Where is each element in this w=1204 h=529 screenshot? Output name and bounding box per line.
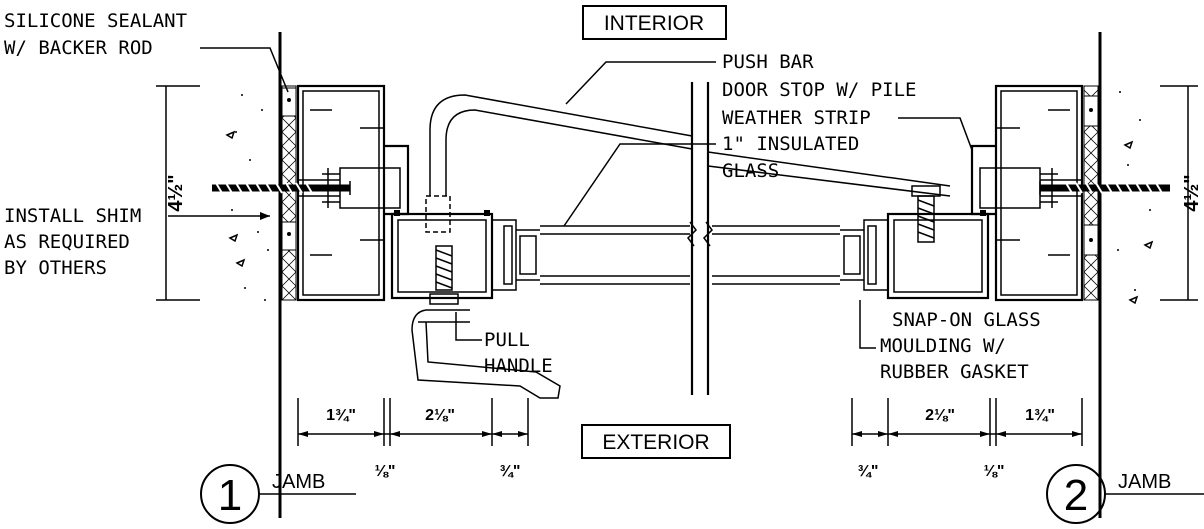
interior-label: INTERIOR xyxy=(604,12,704,35)
left-stile-dimension: 2⅛" xyxy=(425,407,455,424)
width-dimensions-right xyxy=(851,398,1083,446)
snap-on-moulding-label-line3: RUBBER GASKET xyxy=(880,361,1029,383)
right-stop-dimension: ¾" xyxy=(858,463,879,480)
height-dimension-right xyxy=(1160,85,1198,301)
pull-handle-label-line1: PULL xyxy=(484,329,530,351)
install-shim-label-line1: INSTALL SHIM xyxy=(4,205,141,227)
detail-2-label: JAMB xyxy=(1118,471,1171,493)
left-stile-bolt xyxy=(429,245,459,305)
pull-handle xyxy=(411,309,561,399)
leader-lines xyxy=(168,47,973,349)
left-anchor-screw xyxy=(212,181,351,195)
left-frame-dimension: 1¾" xyxy=(326,407,356,424)
detail-2-number: 2 xyxy=(1064,471,1088,520)
detail-marker-1: 1 JAMB xyxy=(200,464,356,524)
snap-on-moulding-label-line1: SNAP-ON GLASS xyxy=(892,309,1041,331)
push-bar xyxy=(425,94,951,233)
right-stile-dimension: 2⅛" xyxy=(925,407,955,424)
install-shim-label-line3: BY OTHERS xyxy=(4,257,107,279)
right-height-dimension: 4½" xyxy=(1181,174,1203,211)
silicone-sealant-label-line1: SILICONE SEALANT xyxy=(4,10,187,32)
left-gap-dimension: ⅛" xyxy=(375,463,396,480)
install-shim-label-line2: AS REQUIRED xyxy=(4,231,130,253)
right-door-stile xyxy=(840,210,990,300)
left-height-dimension: 4½" xyxy=(165,174,187,211)
silicone-sealant-label-line2: W/ BACKER ROD xyxy=(4,37,153,59)
left-door-stile xyxy=(390,210,540,300)
left-wall xyxy=(225,32,282,518)
insulated-glass-label-line2: GLASS xyxy=(722,160,779,182)
width-dimensions-left xyxy=(297,398,529,446)
right-gap-dimension: ⅛" xyxy=(984,463,1005,480)
insulated-glass xyxy=(519,221,861,285)
push-bar-label: PUSH BAR xyxy=(722,51,814,73)
detail-marker-2: 2 JAMB xyxy=(1046,464,1204,524)
door-stop-label-line1: DOOR STOP W/ PILE xyxy=(722,79,916,101)
detail-1-label: JAMB xyxy=(272,471,325,493)
right-sealant xyxy=(1083,85,1099,301)
door-stop-label-line2: WEATHER STRIP xyxy=(722,107,871,129)
interior-box xyxy=(582,5,727,40)
snap-on-moulding-label-line2: MOULDING W/ xyxy=(880,335,1006,357)
right-anchor-screw xyxy=(1039,181,1170,195)
right-frame-dimension: 1¾" xyxy=(1025,407,1055,424)
exterior-label: EXTERIOR xyxy=(602,431,709,454)
exterior-box xyxy=(581,424,731,459)
detail-1-number: 1 xyxy=(218,471,242,520)
left-stop-dimension: ¾" xyxy=(500,463,521,480)
left-sealant xyxy=(281,85,297,301)
break-lines xyxy=(690,82,710,395)
right-stile-bolt xyxy=(911,185,941,243)
left-jamb-frame xyxy=(296,84,410,302)
height-dimension-left xyxy=(156,85,200,301)
insulated-glass-label-line1: 1" INSULATED xyxy=(722,133,859,155)
pull-handle-label-line2: HANDLE xyxy=(484,355,553,377)
right-wall xyxy=(1098,32,1154,518)
